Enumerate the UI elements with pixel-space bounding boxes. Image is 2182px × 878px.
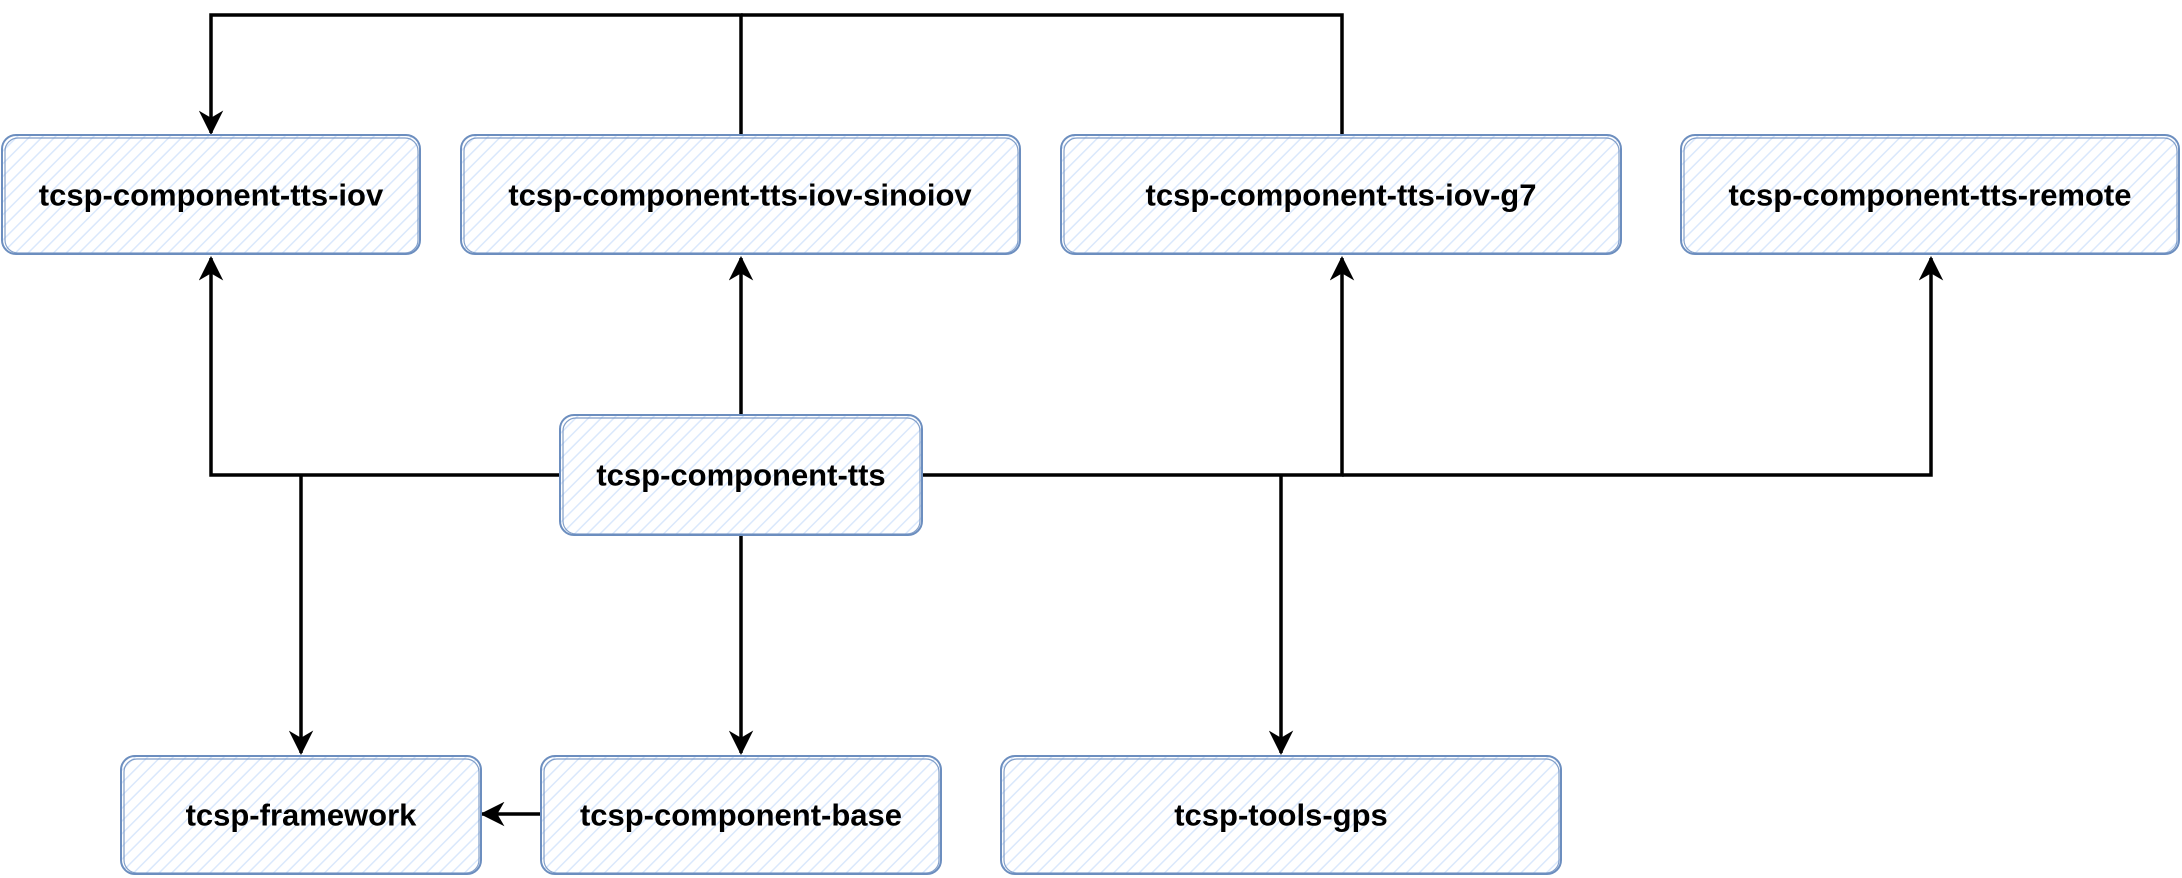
- node-tcsp-tools-gps[interactable]: tcsp-tools-gps: [1000, 755, 1562, 875]
- node-label: tcsp-component-tts-remote: [1728, 178, 2131, 213]
- node-tcsp-component-base[interactable]: tcsp-component-base: [540, 755, 942, 875]
- node-tcsp-component-tts[interactable]: tcsp-component-tts: [559, 414, 923, 536]
- edge-tts-to-tts-iov: [198, 255, 560, 477]
- edge-tts-to-remote: [1342, 255, 1944, 477]
- node-label: tcsp-component-base: [580, 798, 902, 833]
- node-tcsp-component-tts-iov-g7[interactable]: tcsp-component-tts-iov-g7: [1060, 134, 1622, 255]
- node-tcsp-component-tts-iov-sinoiov[interactable]: tcsp-component-tts-iov-sinoiov: [460, 134, 1021, 255]
- node-label: tcsp-framework: [186, 798, 418, 833]
- node-label: tcsp-component-tts-iov-g7: [1146, 178, 1537, 213]
- node-label: tcsp-component-tts: [596, 458, 885, 493]
- node-tcsp-component-tts-iov[interactable]: tcsp-component-tts-iov: [1, 134, 421, 255]
- node-tcsp-component-tts-remote[interactable]: tcsp-component-tts-remote: [1680, 134, 2180, 255]
- edge-tts-to-g7: [922, 255, 1355, 477]
- node-label: tcsp-tools-gps: [1174, 798, 1388, 833]
- node-label: tcsp-component-tts-iov-sinoiov: [508, 178, 972, 213]
- edge-g7-to-tts-iov: [741, 13, 1344, 134]
- edge-sinoiov-to-tts-iov: [198, 13, 743, 136]
- node-tcsp-framework[interactable]: tcsp-framework: [120, 755, 482, 875]
- node-label: tcsp-component-tts-iov: [39, 178, 384, 213]
- edges: [198, 13, 1944, 827]
